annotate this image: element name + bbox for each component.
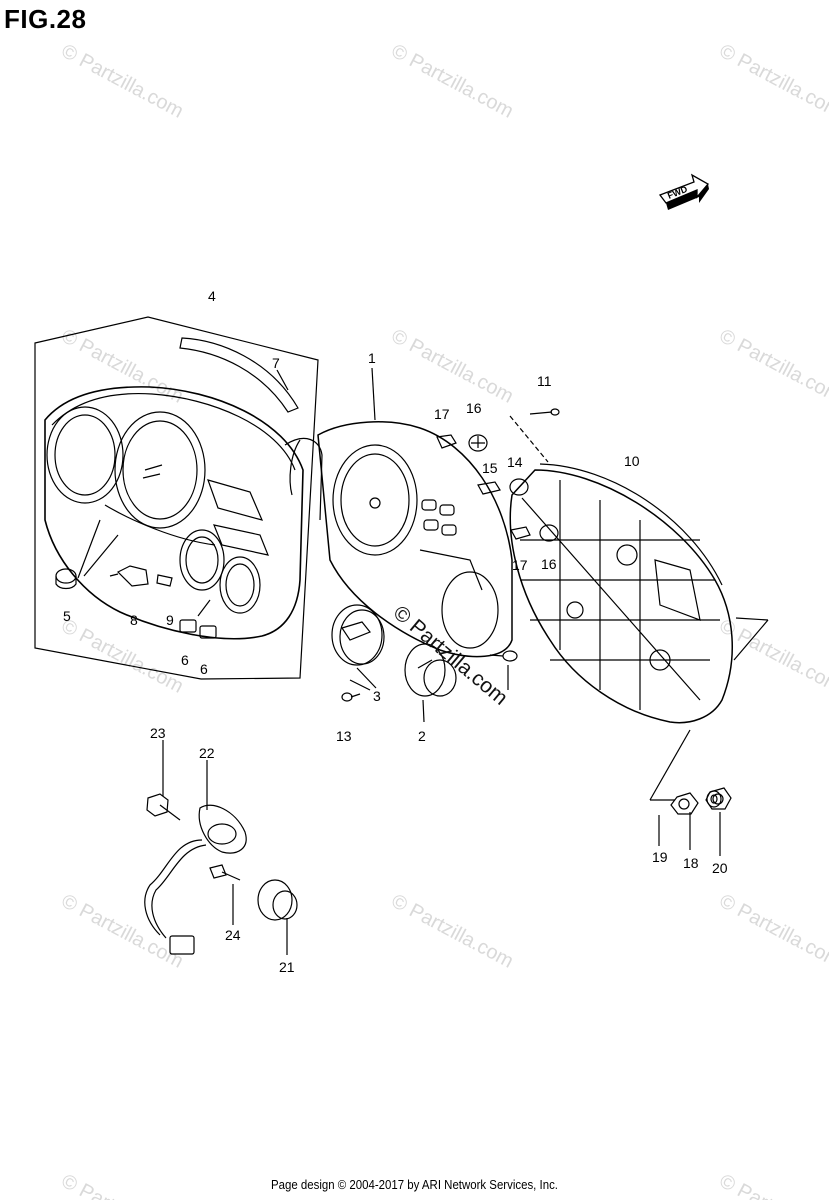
callout-18: 18 bbox=[683, 855, 699, 871]
callout-24: 24 bbox=[225, 927, 241, 943]
back-case-group bbox=[436, 408, 769, 856]
speed-sensor-group bbox=[144, 740, 298, 955]
callout-7: 7 bbox=[272, 355, 280, 371]
meter-case-group bbox=[34, 316, 319, 680]
callout-17b: 17 bbox=[512, 557, 528, 573]
footer-copyright: Page design © 2004-2017 by ARI Network S… bbox=[271, 1177, 558, 1192]
callout-17a: 17 bbox=[434, 406, 450, 422]
callout-10: 10 bbox=[624, 453, 640, 469]
sub-meter-group bbox=[331, 604, 518, 723]
callout-20: 20 bbox=[712, 860, 728, 876]
callout-6b: 6 bbox=[200, 661, 208, 677]
callout-22: 22 bbox=[199, 745, 215, 761]
callout-16a: 16 bbox=[466, 400, 482, 416]
callout-5: 5 bbox=[63, 608, 71, 624]
figure-title: FIG.28 bbox=[4, 4, 87, 34]
callout-labels: 1 2 3 4 5 6 6 7 8 9 10 11 13 14 15 16 16… bbox=[63, 288, 728, 975]
callout-1: 1 bbox=[368, 350, 376, 366]
watermark: © Partzilla.com bbox=[388, 40, 517, 123]
meter-body-group bbox=[284, 367, 513, 658]
callout-11: 11 bbox=[537, 373, 552, 389]
callout-3: 3 bbox=[373, 688, 381, 704]
watermark: © Partzilla.com bbox=[716, 325, 829, 408]
callout-8: 8 bbox=[130, 612, 138, 628]
callout-14: 14 bbox=[507, 454, 523, 470]
callout-15: 15 bbox=[482, 460, 498, 476]
forward-arrow-icon: FWD bbox=[658, 173, 710, 210]
callout-9: 9 bbox=[166, 612, 174, 628]
watermark: © Partzilla.com bbox=[388, 890, 517, 973]
watermark: © Partzilla.com bbox=[716, 40, 829, 123]
callout-19: 19 bbox=[652, 849, 668, 865]
callout-16b: 16 bbox=[541, 556, 557, 572]
watermark: © Partzilla.com bbox=[388, 325, 517, 408]
callout-2: 2 bbox=[418, 728, 426, 744]
callout-4: 4 bbox=[208, 288, 216, 304]
watermark: © Partzilla.com bbox=[58, 890, 187, 973]
watermark: © Partzilla.com bbox=[58, 40, 187, 123]
callout-6a: 6 bbox=[181, 652, 189, 668]
watermark: © Partzilla.com bbox=[716, 890, 829, 973]
callout-13: 13 bbox=[336, 728, 352, 744]
callout-21: 21 bbox=[279, 959, 295, 975]
callout-23: 23 bbox=[150, 725, 166, 741]
